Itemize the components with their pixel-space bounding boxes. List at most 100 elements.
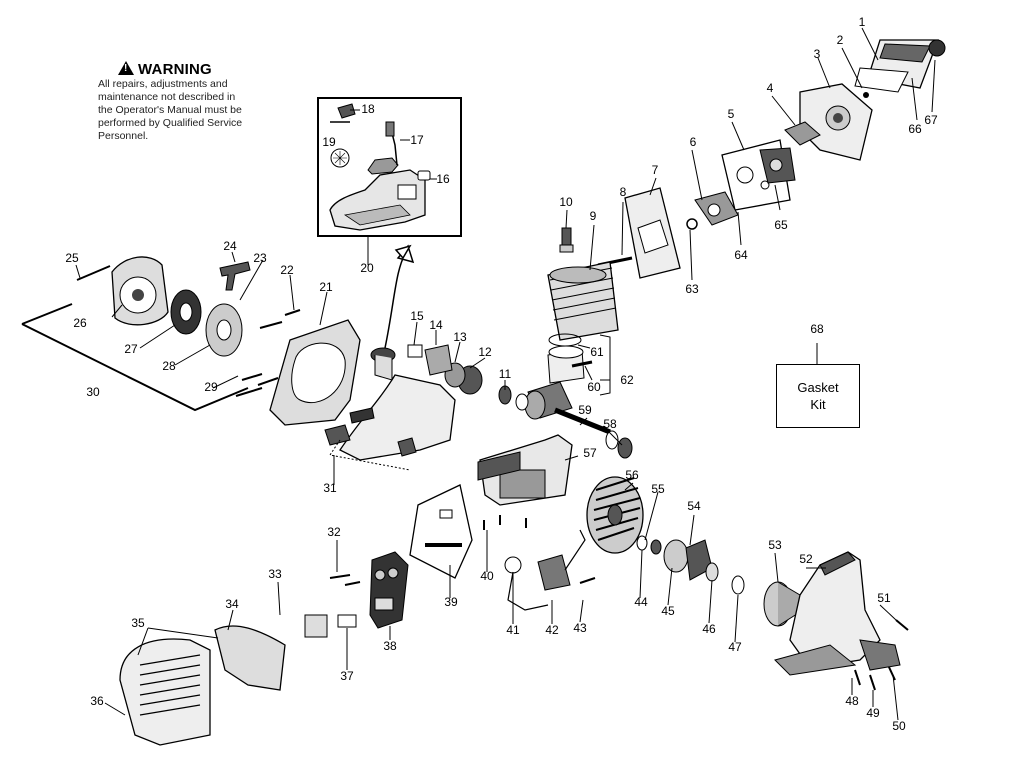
callout-16: 16 — [436, 172, 450, 186]
callout-17: 17 — [410, 133, 424, 147]
callout-28: 28 — [162, 359, 176, 373]
callout-40: 40 — [480, 569, 494, 583]
callout-1: 1 — [859, 15, 866, 29]
callout-13: 13 — [453, 330, 467, 344]
callout-12: 12 — [478, 345, 492, 359]
callout-41: 41 — [506, 623, 520, 637]
callout-49: 49 — [866, 706, 880, 720]
callout-47: 47 — [728, 640, 742, 654]
callout-36: 36 — [90, 694, 104, 708]
callout-21: 21 — [319, 280, 333, 294]
callout-60: 60 — [587, 380, 601, 394]
starter-parts — [407, 344, 483, 395]
warning-triangle-icon — [118, 61, 134, 75]
callout-9: 9 — [590, 209, 597, 223]
warning-heading: WARNING — [118, 61, 212, 78]
callout-2: 2 — [837, 33, 844, 47]
callout-3: 3 — [814, 47, 821, 61]
callout-8: 8 — [620, 185, 627, 199]
callout-44: 44 — [634, 595, 648, 609]
callout-32: 32 — [327, 525, 341, 539]
callout-15: 15 — [410, 309, 424, 323]
clutch-parts — [636, 535, 745, 595]
callout-23: 23 — [253, 251, 267, 265]
callout-29: 29 — [204, 380, 218, 394]
callout-50: 50 — [892, 719, 906, 733]
callout-42: 42 — [545, 623, 559, 637]
callout-58: 58 — [603, 417, 617, 431]
callout-24: 24 — [223, 239, 237, 253]
callout-48: 48 — [845, 694, 859, 708]
gasket-kit-box: Gasket Kit — [776, 364, 860, 428]
callout-51: 51 — [877, 591, 891, 605]
callout-62: 62 — [620, 373, 634, 387]
muffler — [369, 551, 409, 629]
starter-housing — [111, 256, 251, 357]
piston-assembly — [547, 333, 611, 396]
callout-22: 22 — [280, 263, 294, 277]
callout-55: 55 — [651, 482, 665, 496]
warning-line: performed by Qualified Service — [98, 117, 243, 129]
callout-46: 46 — [702, 622, 716, 636]
muffler-cover — [119, 625, 286, 746]
callout-61: 61 — [590, 345, 604, 359]
warning-line: Personnel. — [98, 130, 149, 142]
crankcase — [477, 434, 573, 506]
callout-35: 35 — [131, 616, 145, 630]
leader-lines — [75, 27, 936, 721]
callout-65: 65 — [774, 218, 788, 232]
callout-64: 64 — [734, 248, 748, 262]
callout-10: 10 — [559, 195, 573, 209]
air-filter-assembly — [784, 39, 946, 161]
callout-31: 31 — [323, 481, 337, 495]
callout-14: 14 — [429, 318, 443, 332]
callout-54: 54 — [687, 499, 701, 513]
callout-19: 19 — [322, 135, 336, 149]
callout-6: 6 — [690, 135, 697, 149]
callout-45: 45 — [661, 604, 675, 618]
callout-43: 43 — [573, 621, 587, 635]
clutch-housing — [763, 551, 901, 676]
callout-66: 66 — [908, 122, 922, 136]
callout-11: 11 — [499, 367, 512, 381]
callout-30: 30 — [86, 385, 100, 399]
callout-27: 27 — [124, 342, 138, 356]
callout-26: 26 — [73, 316, 87, 330]
gasket-kit-label-line1: Gasket — [797, 380, 839, 395]
fuel-tank-inset — [317, 97, 462, 237]
callout-25: 25 — [65, 251, 79, 265]
callout-numbers: 1234567891011121314151617181920212223242… — [65, 15, 938, 733]
warning-line: maintenance not described in — [98, 91, 236, 103]
callout-59: 59 — [578, 403, 592, 417]
fuel-tank — [324, 347, 456, 471]
callout-33: 33 — [268, 567, 282, 581]
warning-text: All repairs, adjustments and maintenance… — [98, 78, 273, 143]
ignition-module — [504, 529, 586, 611]
cylinder — [547, 227, 619, 341]
callout-68: 68 — [810, 322, 824, 336]
flywheel — [586, 476, 644, 554]
callout-20: 20 — [360, 261, 374, 275]
gasket-kit-label-line2: Kit — [810, 397, 826, 412]
callout-7: 7 — [652, 163, 659, 177]
callout-34: 34 — [225, 597, 239, 611]
callout-52: 52 — [799, 552, 813, 566]
callout-57: 57 — [583, 446, 597, 460]
callout-38: 38 — [383, 639, 397, 653]
callout-5: 5 — [728, 107, 735, 121]
crankshaft — [498, 381, 633, 459]
callout-67: 67 — [924, 113, 938, 127]
callout-4: 4 — [767, 81, 774, 95]
callout-53: 53 — [768, 538, 782, 552]
engine-housing — [269, 319, 375, 426]
callout-56: 56 — [625, 468, 639, 482]
warning-line: the Operator's Manual must be — [98, 104, 242, 116]
callout-63: 63 — [685, 282, 699, 296]
warning-title: WARNING — [138, 61, 212, 78]
callout-18: 18 — [361, 102, 375, 116]
warning-line: All repairs, adjustments and — [98, 78, 228, 90]
callout-39: 39 — [444, 595, 458, 609]
callout-37: 37 — [340, 669, 354, 683]
